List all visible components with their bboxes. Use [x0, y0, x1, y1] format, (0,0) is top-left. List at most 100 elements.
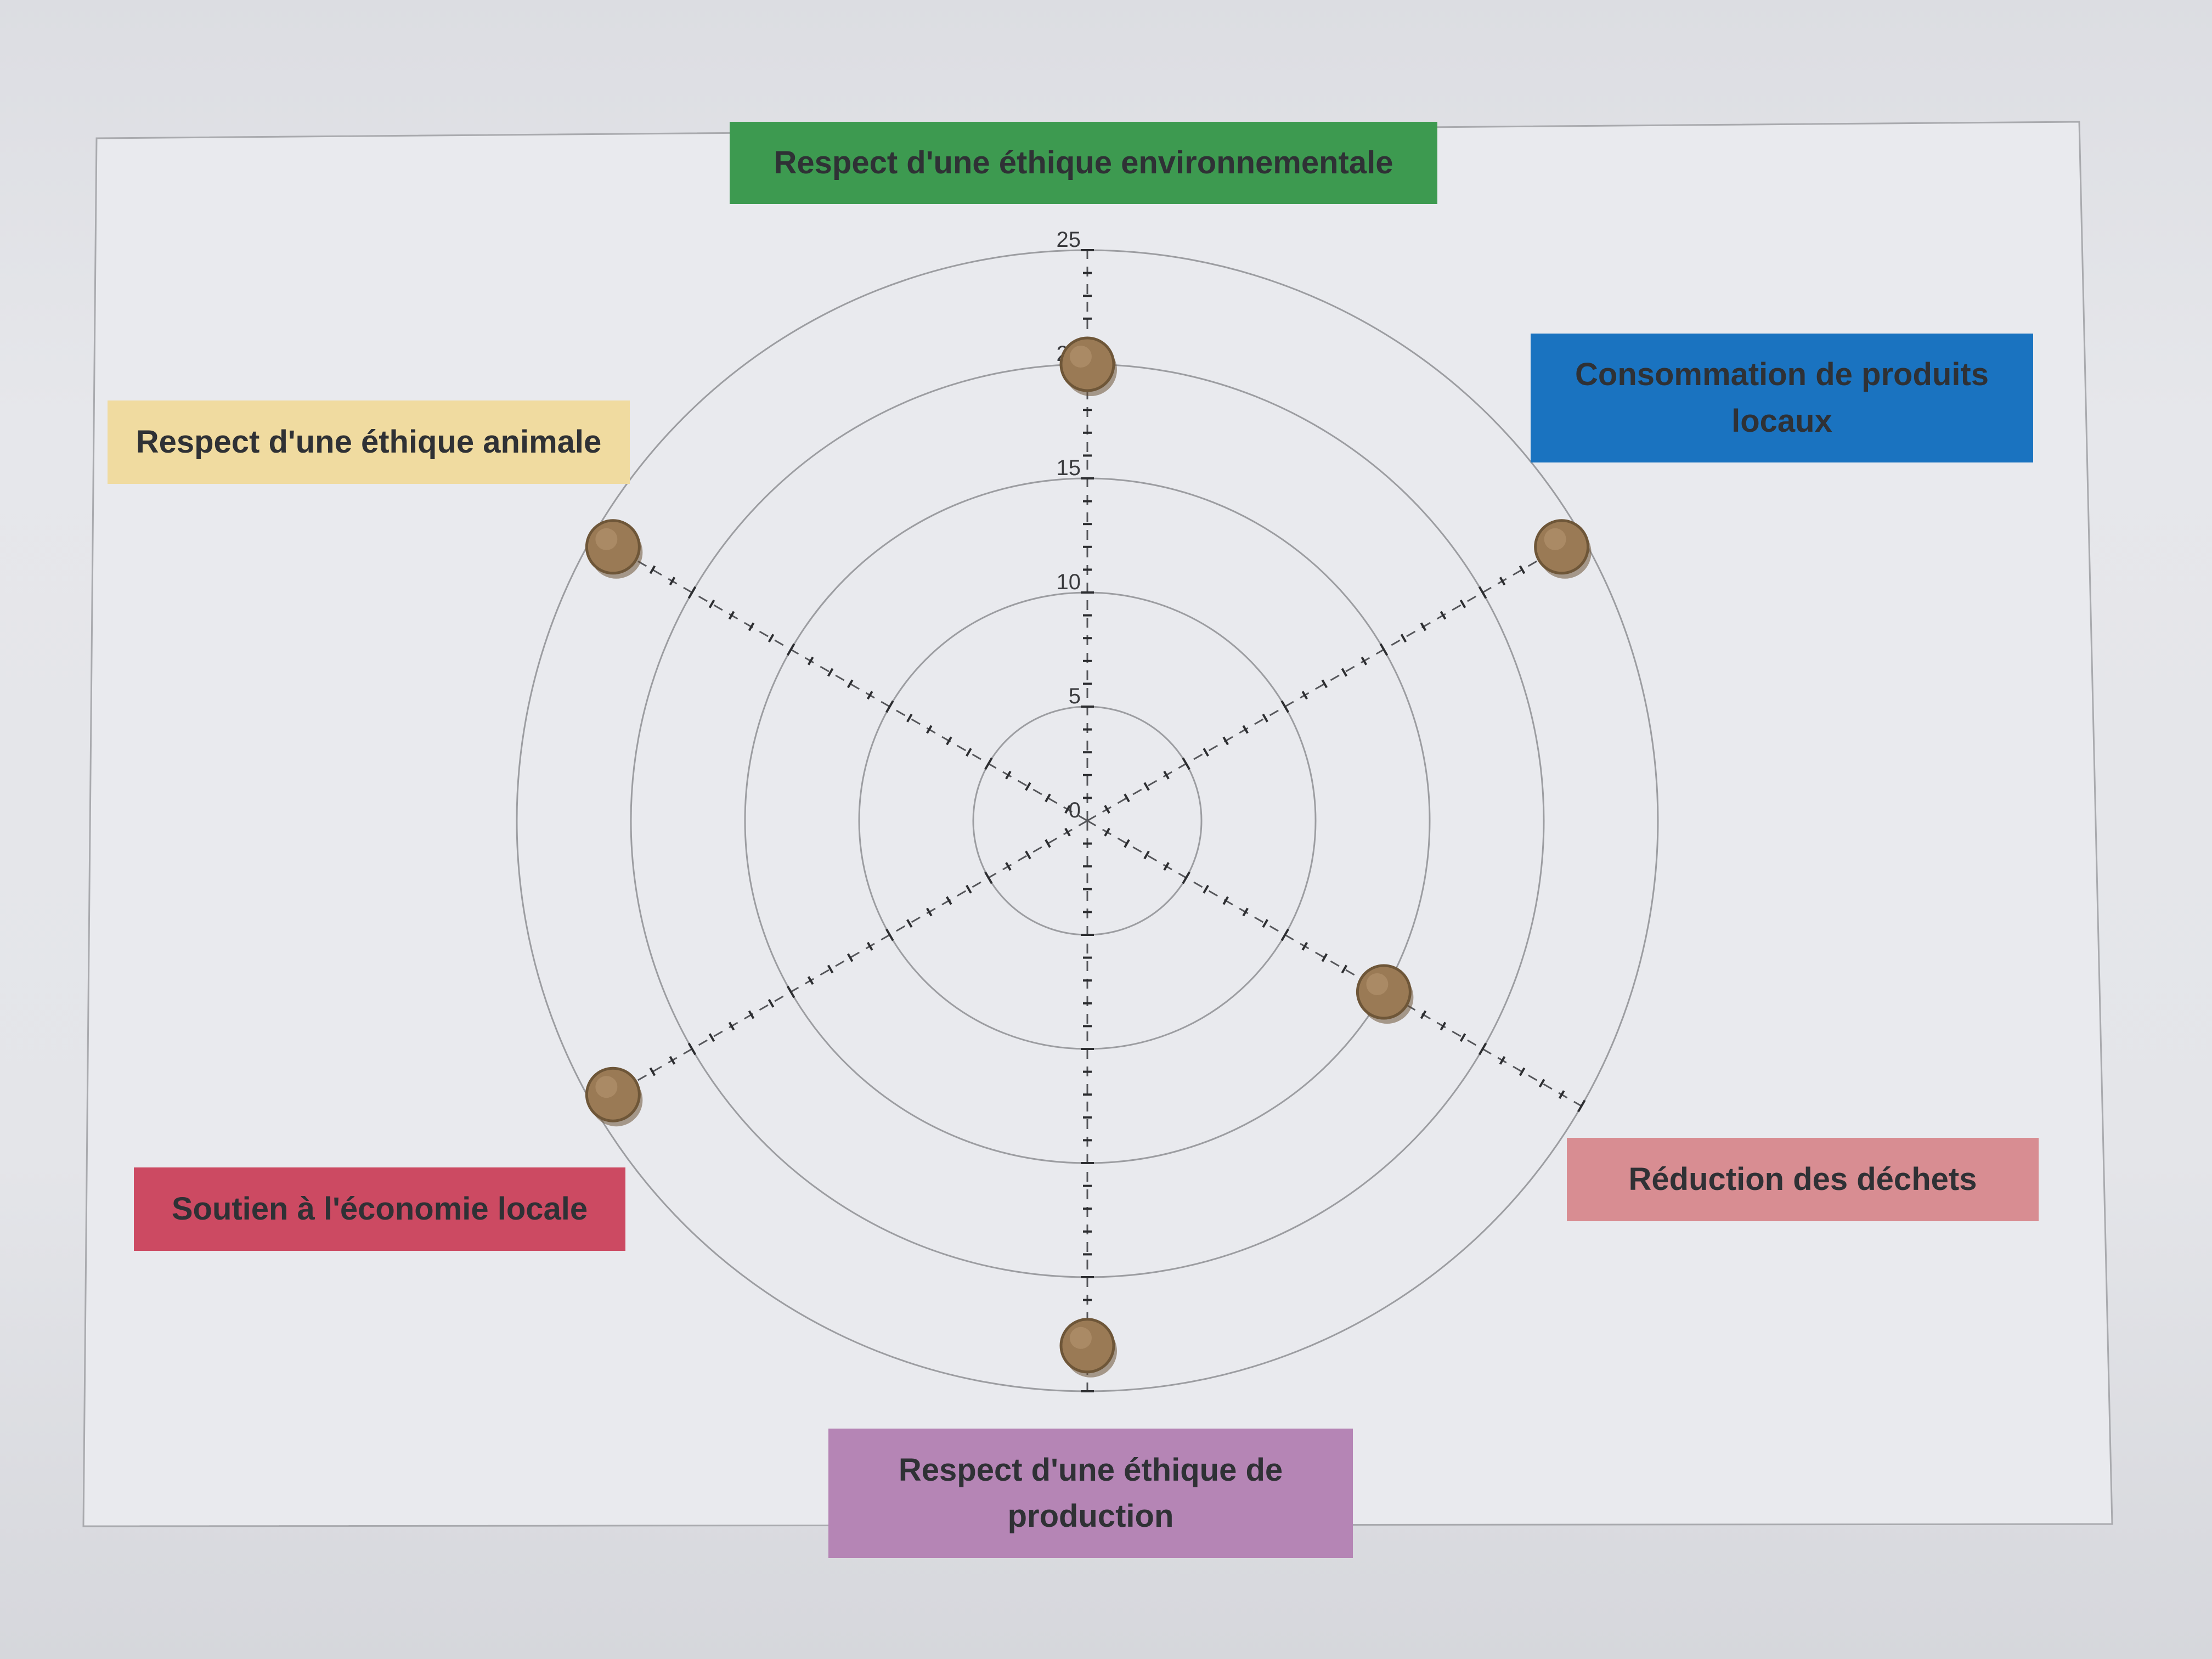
- tick-mark: [649, 1067, 656, 1076]
- tick-mark: [1459, 1033, 1466, 1042]
- tick-mark: [1321, 679, 1328, 689]
- tick-mark: [984, 871, 993, 884]
- tick-mark: [1242, 725, 1249, 734]
- radar-axes: [592, 250, 1582, 1391]
- axis-line-4: [592, 820, 1088, 1107]
- tick-mark: [768, 998, 775, 1008]
- tick-mark: [1045, 839, 1051, 848]
- marker-highlight: [1544, 528, 1566, 550]
- tick-mark: [1124, 793, 1130, 803]
- tick-mark: [1440, 611, 1447, 620]
- tick-mark: [1005, 770, 1012, 780]
- tick-label-25: 25: [1057, 228, 1081, 252]
- tick-mark: [1379, 643, 1389, 656]
- tick-mark: [1558, 1090, 1565, 1099]
- marker-highlight: [1070, 1327, 1092, 1349]
- tick-mark: [1005, 862, 1012, 871]
- tick-mark: [1519, 565, 1526, 574]
- tick-mark: [768, 634, 775, 643]
- tick-label-15: 15: [1057, 456, 1081, 480]
- tick-mark: [807, 976, 814, 985]
- tick-mark: [827, 964, 834, 974]
- tick-mark: [1459, 599, 1466, 608]
- tick-mark: [1064, 827, 1071, 837]
- tick-mark: [1163, 862, 1170, 871]
- tick-mark: [1341, 964, 1348, 974]
- tick-mark: [786, 985, 795, 998]
- marker-highlight: [595, 1076, 618, 1098]
- tick-mark: [1222, 736, 1229, 746]
- tick-mark: [1440, 1022, 1447, 1031]
- tick-label-0: 0: [1069, 798, 1081, 822]
- tick-mark: [807, 656, 814, 665]
- tick-mark: [649, 565, 656, 574]
- paper-border: [82, 121, 2113, 1527]
- tick-mark: [1124, 839, 1130, 848]
- marker-highlight: [1070, 346, 1092, 368]
- tick-mark: [946, 736, 952, 746]
- tick-mark: [1203, 748, 1209, 757]
- tick-mark: [687, 586, 697, 599]
- tick-mark: [1025, 782, 1031, 791]
- axis-line-2: [1087, 820, 1582, 1107]
- tick-mark: [1242, 907, 1249, 917]
- axis-label-environnement: Respect d'une éthique environnementale: [730, 122, 1437, 204]
- tick-mark: [906, 919, 913, 928]
- tick-mark: [926, 907, 933, 917]
- tick-mark: [1400, 634, 1407, 643]
- tick-mark: [1361, 656, 1368, 665]
- axis-label-economie-locale: Soutien à l'économie locale: [134, 1167, 625, 1251]
- tick-mark: [748, 622, 755, 631]
- tick-mark: [1163, 770, 1170, 780]
- tick-mark: [687, 1042, 697, 1056]
- tick-mark: [669, 577, 676, 586]
- tick-mark: [885, 700, 894, 713]
- tick-mark: [1538, 1079, 1545, 1088]
- tick-mark: [786, 643, 795, 656]
- tick-mark: [1420, 622, 1427, 631]
- tick-mark: [1143, 782, 1150, 791]
- tick-label-10: 10: [1057, 570, 1081, 594]
- tick-mark: [669, 1056, 676, 1065]
- tick-mark: [1420, 1010, 1427, 1019]
- marker-highlight: [595, 528, 618, 550]
- axis-label-dechets: Réduction des déchets: [1567, 1138, 2039, 1221]
- axis-label-animale: Respect d'une éthique animale: [108, 400, 630, 484]
- tick-mark: [1064, 805, 1071, 814]
- tick-mark: [1301, 941, 1308, 951]
- axis-label-production: Respect d'une éthique de production: [828, 1429, 1353, 1558]
- tick-mark: [1321, 953, 1328, 962]
- tick-mark: [847, 679, 854, 689]
- tick-mark: [1478, 1042, 1487, 1056]
- tick-mark: [1262, 919, 1268, 928]
- tick-label-5: 5: [1069, 684, 1081, 708]
- tick-mark: [748, 1010, 755, 1019]
- tick-mark: [728, 611, 735, 620]
- tick-mark: [946, 896, 952, 905]
- tick-mark: [866, 941, 873, 951]
- tick-mark: [847, 953, 854, 962]
- axis-line-5: [592, 534, 1088, 822]
- tick-mark: [1025, 850, 1031, 860]
- tick-mark: [1499, 1056, 1506, 1065]
- tick-mark: [1577, 1099, 1586, 1113]
- tick-mark: [1280, 700, 1289, 713]
- tick-mark: [728, 1022, 735, 1031]
- tick-mark: [708, 1033, 715, 1042]
- tick-mark: [1203, 884, 1209, 894]
- tick-mark: [1341, 668, 1348, 677]
- tick-mark: [1143, 850, 1150, 860]
- tick-mark: [1280, 928, 1289, 941]
- tick-mark: [1104, 805, 1110, 814]
- tick-mark: [906, 713, 913, 723]
- tick-mark: [1182, 871, 1190, 884]
- tick-mark: [1478, 586, 1487, 599]
- data-markers: [585, 336, 1592, 1378]
- tick-mark: [1262, 713, 1268, 723]
- tick-mark: [984, 757, 993, 770]
- tick-mark: [926, 725, 933, 734]
- tick-mark: [1182, 757, 1190, 770]
- tick-mark: [1222, 896, 1229, 905]
- tick-mark: [1301, 691, 1308, 700]
